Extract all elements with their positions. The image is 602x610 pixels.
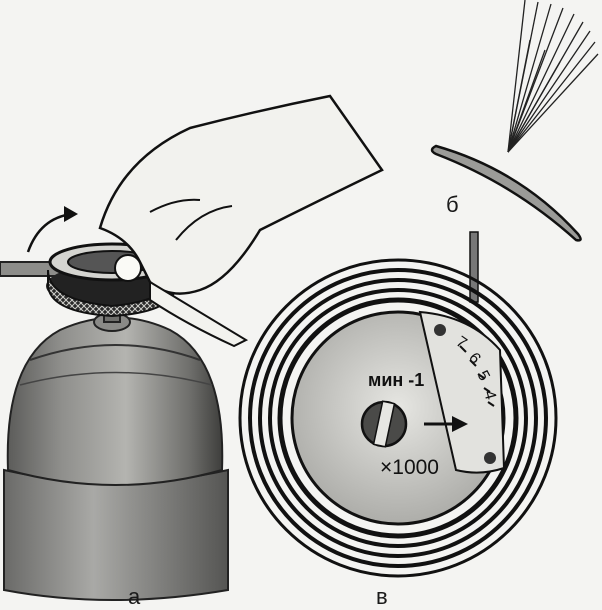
part-v: 7 6 5 4 мин -1 ×1000 (238, 231, 558, 578)
fingertip (114, 254, 142, 282)
scale-ticks (459, 345, 495, 407)
scale-digit-4: 4 (480, 389, 499, 402)
caption-a: а (128, 584, 141, 609)
dome-body (6, 316, 224, 486)
spiral-rings (238, 258, 558, 578)
reed (430, 144, 582, 242)
caption-b: б (446, 192, 459, 217)
dial-multiplier: ×1000 (380, 456, 439, 479)
part-b (430, 0, 599, 242)
scale-plate (418, 310, 506, 474)
hand (98, 94, 384, 295)
light-rays (507, 0, 599, 153)
caption-v: в (376, 584, 388, 609)
part-a (0, 94, 384, 601)
dome-base (3, 468, 229, 601)
dial-unit-label: мин -1 (368, 370, 424, 390)
